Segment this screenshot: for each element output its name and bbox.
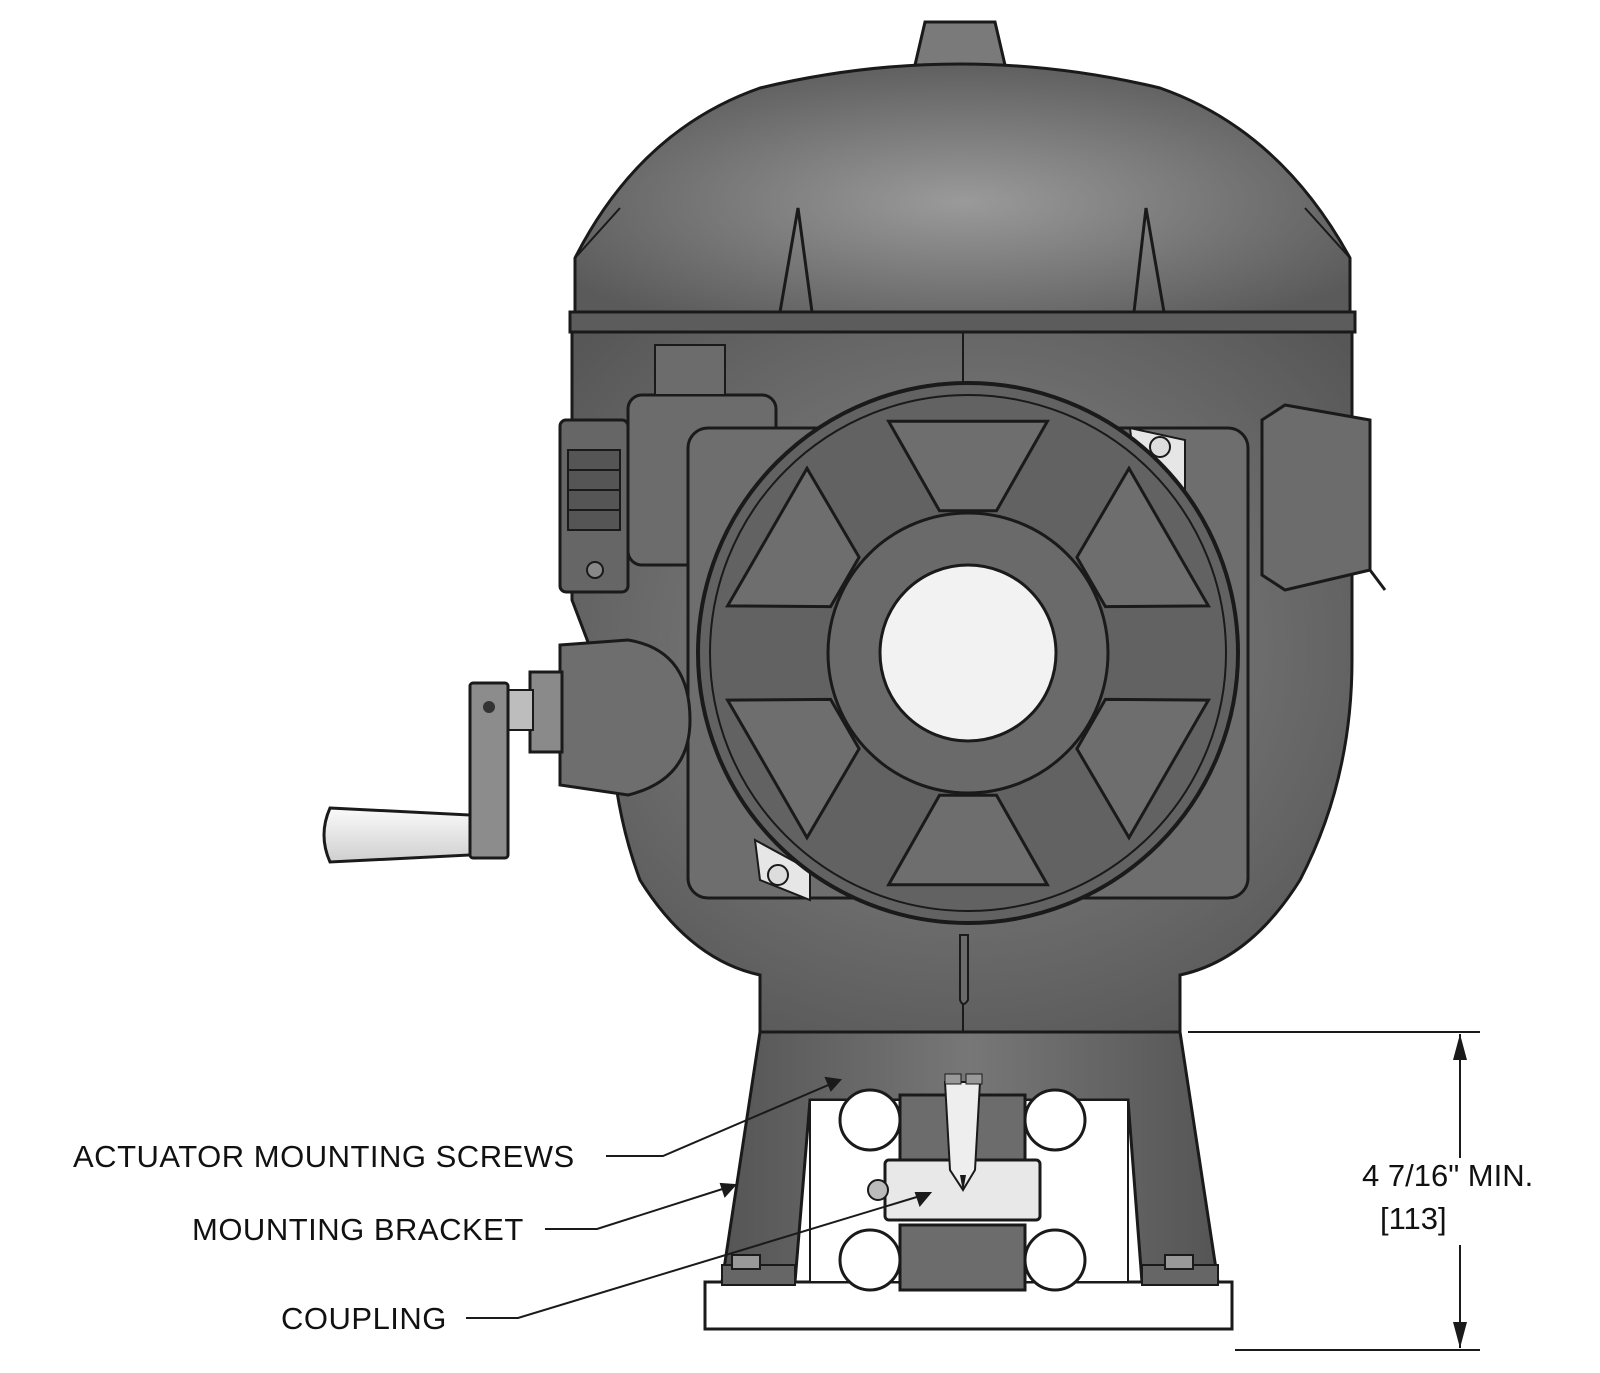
wheel-spoke (725, 697, 861, 841)
top-cover (568, 20, 1357, 334)
wheel-spoke (725, 465, 861, 609)
wheel-spoke (1075, 697, 1211, 841)
callout-mounting-bracket: MOUNTING BRACKET (192, 1212, 524, 1247)
side-cover (1260, 403, 1387, 592)
handwheel-disc (696, 381, 1240, 925)
callout-coupling: COUPLING (281, 1301, 447, 1336)
wheel-spoke (886, 419, 1050, 513)
dimension-lines (1188, 1031, 1480, 1351)
wheel-spoke (886, 793, 1050, 887)
dimension-metric: [113] (1380, 1201, 1447, 1236)
callout-actuator-mounting-screws: ACTUATOR MOUNTING SCREWS (73, 1139, 575, 1174)
leader-coupling (466, 1192, 931, 1319)
wheel-spoke (1075, 465, 1211, 609)
dimension-imperial: 4 7/16" MIN. (1362, 1158, 1534, 1193)
leader-mounting-bracket (545, 1184, 736, 1230)
leader-actuator-screws (606, 1079, 841, 1157)
leader-lines (466, 1076, 933, 1319)
center-bore (878, 563, 1058, 743)
coupling (838, 1073, 1087, 1292)
hand-crank[interactable] (322, 638, 692, 864)
crank-handle (322, 806, 472, 864)
